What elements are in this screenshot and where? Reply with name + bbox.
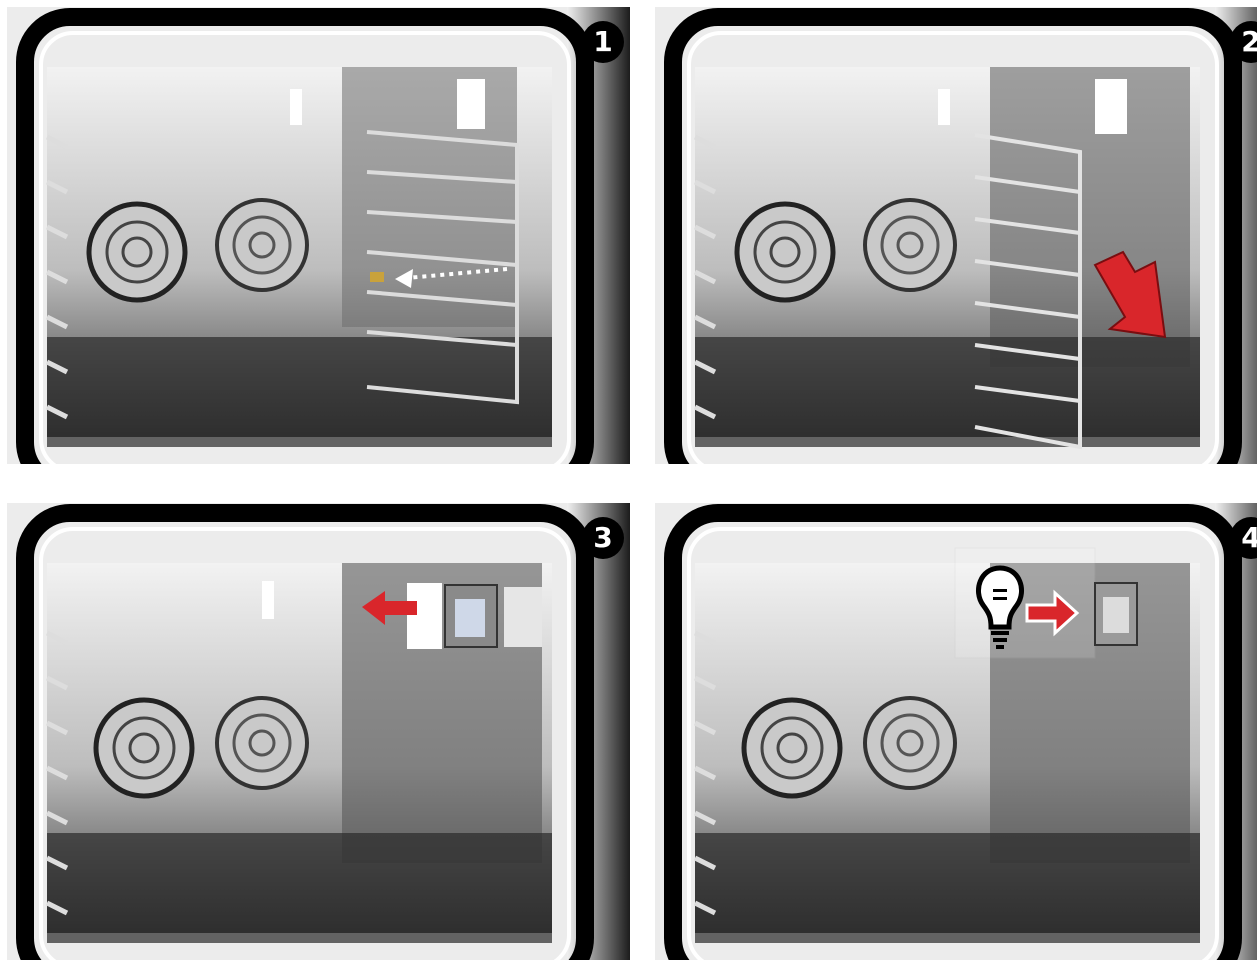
fan-icon [217,200,307,290]
lamp-icon [1095,583,1137,645]
step-2-panel: 2 [655,7,1257,464]
fan-icon [89,204,185,300]
fan-icon [96,700,192,796]
fan-icon [737,204,833,300]
screw-icon [370,272,384,282]
fan-icon [744,700,840,796]
step-1-panel: 1 [7,7,630,464]
step-4-panel: 4 [655,503,1257,960]
step-number-badge: 1 [582,21,624,63]
step-3-panel: 3 [7,503,630,960]
oven-cavity-illustration [655,503,1257,960]
oven-cavity-illustration [7,7,630,464]
fan-icon [865,200,955,290]
oven-cavity-illustration [655,7,1257,464]
oven-cavity-illustration [7,503,630,960]
lamp-icon [407,583,542,649]
fan-icon [217,698,307,788]
fan-icon [865,698,955,788]
step-number-badge: 3 [582,517,624,559]
